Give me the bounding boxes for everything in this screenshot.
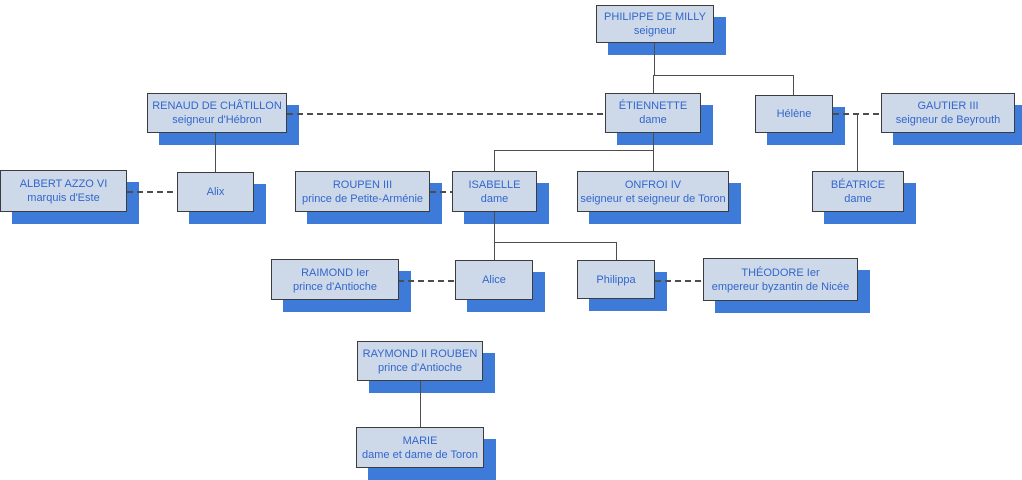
person-title: THÉODORE Ier [741,266,820,279]
person-title: RAIMOND Ier [301,266,369,279]
connector-dashed-raimond-x-alice [398,280,455,282]
connector-solid-etiennette-bar [494,150,653,152]
connector-solid-philippe-bar [653,75,794,77]
connector-solid-raymond-to-marie [420,381,422,427]
connector-solid-to-helene [793,75,795,95]
connector-dashed-renaud-x-etiennette [287,113,605,115]
person-title: ONFROI IV [624,178,682,191]
person-box-gautier-iii[interactable]: GAUTIER III seigneur de Beyrouth [881,93,1015,133]
connector-dashed-albert-x-alix [127,191,177,193]
person-box-renaud-de-chatillon[interactable]: RENAUD DE CHÂTILLON seigneur d'Hébron [147,93,287,133]
person-title: ISABELLE [468,178,521,191]
person-title: Philippa [596,273,636,286]
person-title: RAYMOND II ROUBEN [362,348,478,360]
person-box-albert-azzo-vi[interactable]: ALBERT AZZO VI marquis d'Este [0,170,127,212]
connector-solid-to-isabelle [494,150,496,171]
person-subtitle: seigneur d'Hébron [172,114,262,126]
connector-dashed-helene-x-gautier [833,113,881,115]
person-subtitle: prince d'Antioche [377,362,463,374]
person-title: RENAUD DE CHÂTILLON [152,100,282,112]
connector-dashed-philippa-x-theodore [655,280,703,282]
person-subtitle: marquis d'Este [27,192,100,204]
person-subtitle: seigneur de Beyrouth [895,114,1001,126]
person-subtitle: dame [639,114,667,126]
person-title: ALBERT AZZO VI [19,178,108,190]
person-title: Hélène [776,108,812,120]
person-title: Alix [206,186,225,198]
person-title: Alice [482,274,506,286]
person-box-philippe-de-milly[interactable]: PHILIPPE DE MILLY seigneur [596,5,714,43]
person-box-alice[interactable]: Alice [455,260,533,300]
person-subtitle: dame et dame de Toron [362,448,478,461]
person-title: MARIE [402,434,438,447]
connector-solid-helene-to-beatrice [857,113,859,171]
person-box-helene[interactable]: Hélène [755,95,833,133]
person-subtitle: dame [844,192,872,205]
person-box-raymond-ii-rouben[interactable]: RAYMOND II ROUBEN prince d'Antioche [357,341,483,381]
person-title: BÉATRICE [830,178,886,191]
person-subtitle: seigneur [633,25,677,37]
connector-solid-isabelle-bar [494,242,616,244]
person-subtitle: prince d'Antioche [292,280,378,293]
connector-solid-to-onfroi [653,150,655,171]
connector-solid-to-etiennette [653,75,655,93]
connector-solid-to-alice [494,242,496,260]
person-box-etiennette[interactable]: ÉTIENNETTE dame [605,93,701,133]
connector-solid-etiennette-drop [653,133,655,150]
person-title: ÉTIENNETTE [618,100,688,112]
person-box-alix[interactable]: Alix [177,172,254,212]
person-title: ROUPEN III [332,178,393,191]
connector-solid-philippe-drop [654,43,656,75]
connector-dashed-roupen-x-isabelle [430,191,452,193]
person-title: PHILIPPE DE MILLY [604,11,706,23]
person-subtitle: empereur byzantin de Nicée [711,280,850,293]
connector-solid-renaud-to-alix [215,133,217,172]
connector-solid-to-philippa [616,242,618,260]
person-subtitle: dame [480,192,509,205]
connector-solid-isabelle-drop [494,212,496,242]
person-subtitle: prince de Petite-Arménie [301,192,424,205]
person-box-philippa[interactable]: Philippa [577,260,655,299]
person-title: GAUTIER III [917,100,979,112]
person-subtitle: seigneur et seigneur de Toron [580,192,726,205]
